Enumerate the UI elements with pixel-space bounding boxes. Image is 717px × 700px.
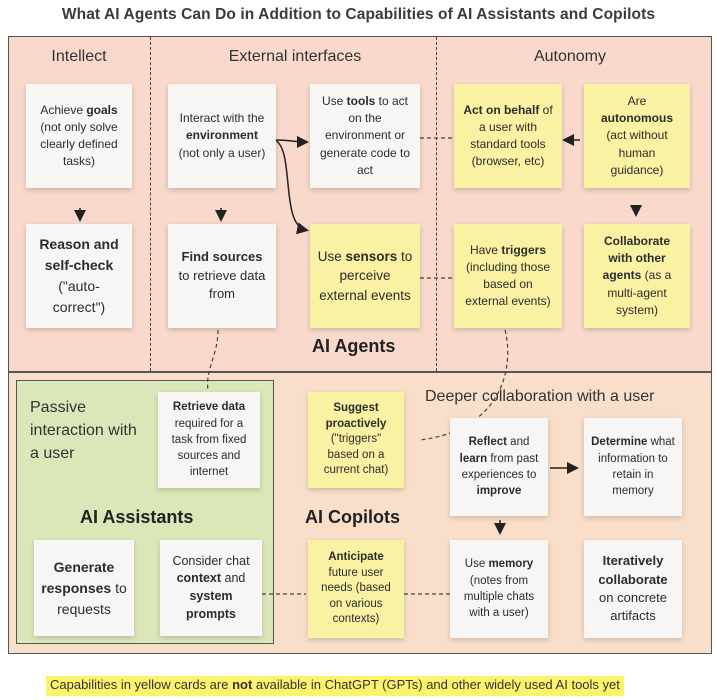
card-find-sources: Find sources to retrieve data from [168,224,276,328]
card-have-triggers: Have triggers (including those based on … [454,224,562,328]
card-determine-memory: Determine what information to retain in … [584,418,682,516]
header-intellect: Intellect [51,48,107,65]
footer-note: Capabilities in yellow cards are not ava… [46,676,624,696]
header-deeper-collaboration: Deeper collaboration with a user [425,388,655,405]
region-title-ai-assistants: AI Assistants [80,507,194,527]
card-reflect-learn: Reflect and learn from past experiences … [450,418,548,516]
card-anticipate-needs: Anticipate future user needs (based on v… [308,540,404,638]
card-suggest-proactively: Suggest proactively ("triggers" based on… [308,392,404,488]
header-autonomy: Autonomy [533,48,607,65]
column-divider [436,37,437,371]
card-act-on-behalf: Act on behalf of a user with standard to… [454,84,562,188]
region-title-ai-copilots: AI Copilots [305,507,400,527]
card-consider-context: Consider chat context and system prompts [160,540,262,636]
card-use-tools: Use tools to act on the environment or g… [310,84,420,188]
card-use-memory: Use memory (notes from multiple chats wi… [450,540,548,638]
card-achieve-goals: Achieve goals (not only solve clearly de… [26,84,132,188]
card-collaborate-agents: Collaborate with other agents (as a mult… [584,224,690,328]
region-title-ai-agents: AI Agents [312,336,396,356]
header-external-interfaces: External interfaces [228,48,362,65]
card-reason-self-check: Reason and self-check ("auto-correct") [26,224,132,328]
card-interact-environment: Interact with the environment (not only … [168,84,276,188]
diagram-title: What AI Agents Can Do in Addition to Cap… [61,6,656,23]
header-passive-interaction: Passive interaction with a user [30,399,137,463]
card-iteratively-collaborate: Iteratively collaborate on concrete arti… [584,540,682,638]
card-retrieve-data: Retrieve data required for a task from f… [158,392,260,488]
card-generate-responses: Generate responses to requests [34,540,134,636]
column-divider [150,37,151,371]
card-autonomous: Are autonomous (act without human guidan… [584,84,690,188]
card-use-sensors: Use sensors to perceive external events [310,224,420,328]
